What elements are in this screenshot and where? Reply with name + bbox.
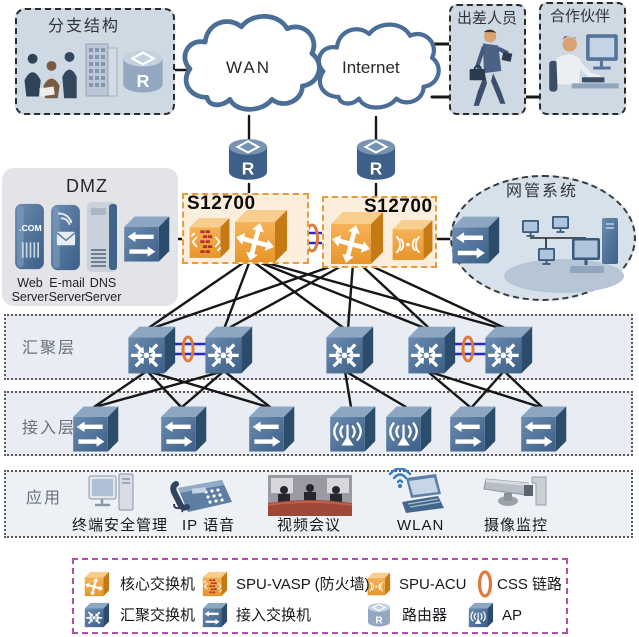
aggregation-switch-5 [480,323,534,377]
video-conference-photo [268,475,352,516]
business-traveler-label: 出差人员 [457,10,518,27]
branch-people-illustration [24,51,77,99]
legend-label-router: 路由器 [402,607,448,624]
email-server-icon [48,203,83,274]
nms-switch-icon [447,213,501,267]
wan-label: WAN [226,58,272,77]
dns-server-label: DNS Server [84,276,122,305]
application-label-3: 视频会议 [277,517,342,534]
dns-server-icon [86,201,118,273]
core-switch-left-icon [229,206,289,266]
access-switch-4 [445,403,497,455]
router-icon [367,602,391,628]
router-right-icon [355,138,397,181]
internet-label: Internet [342,58,400,77]
aggregation-layer-label: 汇聚层 [22,340,77,357]
branch-building-icon [85,43,118,97]
legend-label-ap: AP [502,607,523,624]
legend-label-core: 核心交换机 [120,576,196,593]
legend-label-acu: SPU-ACU [399,576,467,593]
css-link-icon [477,570,493,598]
nms-computers-illustration [504,215,624,293]
desktop-pc-icon [88,473,134,511]
router-left-icon [227,138,269,181]
partner-at-computer-figure [549,34,619,92]
nms-label: 网管系统 [506,183,579,200]
legend-label-access: 接入交换机 [236,607,312,624]
application-label-4: WLAN [397,517,445,534]
aggregation-switch-1 [123,323,177,377]
application-layer-label: 应用 [26,490,63,507]
legend-label-css: CSS 链路 [497,576,563,593]
s12700-right-label: S12700 [364,196,433,217]
spu-vasp-card-icon [185,215,231,261]
ap-icon [466,601,494,629]
ap-2 [381,403,433,455]
access-switch-2 [156,403,208,455]
dmz-label: DMZ [66,176,108,196]
email-server-label: E-mail Server [48,276,86,305]
aggregation-switch-3 [321,323,375,377]
business-traveler-figure [469,29,513,106]
application-label-1: 终端安全管理 [72,517,169,534]
core-switch-icon [82,570,110,598]
cctv-camera-icon [483,476,547,506]
branch-router-icon [122,49,164,94]
web-server-icon [12,202,47,273]
dmz-switch-icon [119,213,171,265]
access-switch-icon [200,601,228,629]
spu-vasp-icon [200,570,228,598]
access-switch-5 [516,403,568,455]
s12700-left-label: S12700 [187,193,256,214]
application-label-2: IP 语音 [182,517,236,534]
partner-label: 合作伙伴 [550,8,611,25]
application-label-5: 摄像监控 [484,517,549,534]
aggregation-switch-icon [82,601,110,629]
legend-label-agg: 汇聚交换机 [120,607,196,624]
ip-phone-icon [170,480,232,513]
spu-acu-card-icon [388,217,434,263]
ap-1 [325,403,377,455]
legend-label-vasp: SPU-VASP (防火墙) [236,576,370,593]
web-server-label: Web Server [11,276,49,305]
aggregation-switch-2 [200,323,254,377]
aggregation-switch-4 [403,323,457,377]
access-layer-label: 接入层 [22,420,77,437]
wifi-laptop-icon [388,468,444,513]
access-switch-3 [244,403,296,455]
branch-office-label: 分支结构 [48,18,121,35]
